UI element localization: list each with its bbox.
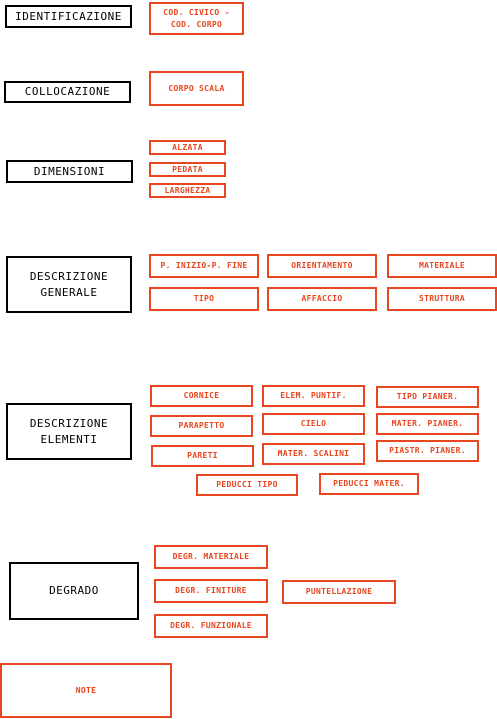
category-identificazione: IDENTIFICAZIONE xyxy=(5,5,132,28)
field-p-inizio-fine[interactable]: P. INIZIO-P. FINE xyxy=(149,254,259,278)
field-degr-funzionale[interactable]: DEGR. FUNZIONALE xyxy=(154,614,268,638)
field-elem-puntif[interactable]: ELEM. PUNTIF. xyxy=(262,385,365,407)
category-descrizione-generale: DESCRIZIONE GENERALE xyxy=(6,256,132,313)
category-dimensioni: DIMENSIONI xyxy=(6,160,133,183)
field-degr-materiale[interactable]: DEGR. MATERIALE xyxy=(154,545,268,569)
field-note[interactable]: NOTE xyxy=(0,663,172,718)
field-parapetto[interactable]: PARAPETTO xyxy=(150,415,253,437)
field-materiale[interactable]: MATERIALE xyxy=(387,254,497,278)
field-peducci-tipo[interactable]: PEDUCCI TIPO xyxy=(196,474,298,496)
field-alzata[interactable]: ALZATA xyxy=(149,140,226,155)
field-pareti[interactable]: PARETI xyxy=(151,445,254,467)
field-mater-pianer[interactable]: MATER. PIANER. xyxy=(376,413,479,435)
field-cornice[interactable]: CORNICE xyxy=(150,385,253,407)
field-piastr-pianer[interactable]: PIASTR. PIANER. xyxy=(376,440,479,462)
field-tipo[interactable]: TIPO xyxy=(149,287,259,311)
category-degrado: DEGRADO xyxy=(9,562,139,620)
field-affaccio[interactable]: AFFACCIO xyxy=(267,287,377,311)
field-cielo[interactable]: CIELO xyxy=(262,413,365,435)
category-collocazione: COLLOCAZIONE xyxy=(4,81,131,103)
field-larghezza[interactable]: LARGHEZZA xyxy=(149,183,226,198)
category-descrizione-elementi: DESCRIZIONE ELEMENTI xyxy=(6,403,132,460)
field-struttura[interactable]: STRUTTURA xyxy=(387,287,497,311)
field-degr-finiture[interactable]: DEGR. FINITURE xyxy=(154,579,268,603)
field-orientamento[interactable]: ORIENTAMENTO xyxy=(267,254,377,278)
field-peducci-mater[interactable]: PEDUCCI MATER. xyxy=(319,473,419,495)
field-cod-civico[interactable]: COD. CIVICO - COD. CORPO xyxy=(149,2,244,35)
field-pedata[interactable]: PEDATA xyxy=(149,162,226,177)
field-corpo-scala[interactable]: CORPO SCALA xyxy=(149,71,244,106)
field-puntellazione[interactable]: PUNTELLAZIONE xyxy=(282,580,396,604)
field-mater-scalini[interactable]: MATER. SCALINI xyxy=(262,443,365,465)
field-tipo-pianer[interactable]: TIPO PIANER. xyxy=(376,386,479,408)
